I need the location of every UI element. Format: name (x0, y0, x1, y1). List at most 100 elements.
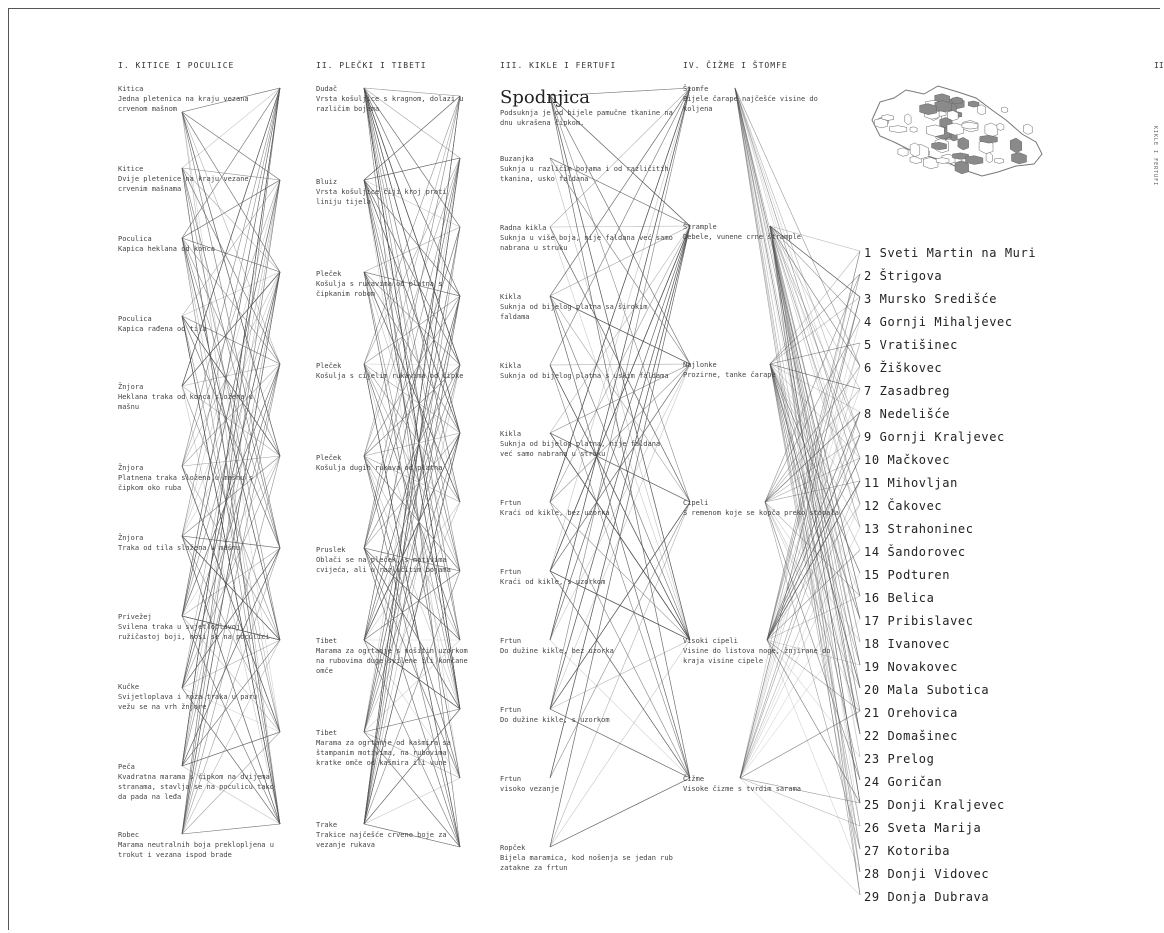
connection-line (181, 179, 281, 467)
connection-line (769, 225, 861, 643)
column-title-3: III. KIKLE I FERTUFI (500, 61, 617, 70)
connection-line (181, 237, 281, 825)
connection-line (363, 87, 461, 366)
connection-line (363, 87, 461, 503)
connection-line (549, 87, 691, 503)
item-desc: Vrsta košuljice čiji kroj prati liniju t… (316, 188, 447, 206)
place-item: 12 Čakovec (864, 499, 943, 513)
item-desc: Košulja s cijelim rukavima od čipke (316, 372, 464, 380)
connection-line (769, 273, 861, 365)
connection-line (363, 95, 461, 181)
connection-line (181, 271, 281, 689)
place-item: 13 Strahoninec (864, 522, 974, 536)
column-title-2: II. PLEČKI I TIBETI (316, 61, 427, 70)
connection-line (734, 87, 861, 436)
connection-line (363, 87, 461, 641)
connection-line (739, 526, 861, 779)
connection-line (181, 547, 281, 767)
item-name: Tibet (316, 729, 338, 737)
connection-line (181, 271, 281, 537)
place-item: 25 Donji Kraljevec (864, 798, 1005, 812)
item-name: Kitica (118, 85, 144, 93)
connection-line (363, 639, 461, 779)
item-desc: Bijele čarape najčešće visine do koljena (683, 95, 818, 113)
connection-line (769, 363, 861, 689)
connection-line (769, 225, 861, 528)
connection-line (549, 364, 691, 641)
connection-line (769, 250, 861, 365)
item-name: Kitice (118, 165, 144, 173)
connection-line (766, 434, 861, 641)
connection-line (181, 87, 281, 239)
connection-line (549, 87, 691, 97)
place-item: 24 Goričan (864, 775, 943, 789)
connection-line (764, 411, 861, 503)
connection-line (769, 363, 861, 390)
map-municipality (935, 157, 950, 164)
connection-line (181, 87, 281, 767)
item-name: Žnjora (118, 534, 144, 542)
connection-line (363, 87, 461, 503)
connection-line (769, 225, 861, 252)
connection-line (181, 615, 281, 641)
item-desc: Košulja dugih rukava od platna (316, 464, 443, 472)
map-municipality (1011, 152, 1027, 165)
connection-line (181, 111, 281, 273)
connection-line (181, 87, 281, 467)
connection-line (363, 271, 461, 366)
place-item: 20 Mala Subotica (864, 683, 990, 697)
connection-line (769, 225, 861, 597)
connection-line (549, 777, 691, 848)
connection-line (363, 87, 461, 228)
connection-line (549, 87, 691, 228)
place-item: 14 Šandorovec (864, 545, 966, 559)
connection-line (769, 363, 861, 735)
connection-line (363, 157, 461, 641)
connection-line (181, 315, 281, 825)
item-desc: Suknja u više boja, nije faldana već sam… (500, 234, 673, 252)
connection-line (764, 501, 861, 781)
connection-line (363, 363, 461, 710)
connection-line (769, 225, 861, 597)
connection-line (766, 595, 861, 641)
map-municipality (979, 135, 998, 144)
connection-line (766, 503, 861, 641)
connection-line (764, 501, 861, 712)
connection-line (363, 364, 461, 549)
connection-line (181, 87, 281, 537)
connection-line (769, 273, 861, 365)
map-municipality (904, 113, 912, 126)
connection-line (363, 708, 461, 733)
item-name: Frtun (500, 706, 522, 714)
connection-line (769, 225, 861, 459)
connection-line (363, 87, 461, 434)
connection-line (769, 342, 861, 365)
connection-line (363, 87, 461, 572)
connection-line (181, 87, 281, 617)
connection-line (363, 363, 461, 641)
item-desc: Suknja od bijelog platna, nije faldana v… (500, 440, 661, 458)
map-municipality (874, 118, 888, 129)
connection-line (181, 639, 281, 767)
connection-line (181, 111, 281, 273)
connection-line (769, 342, 861, 365)
connection-line (181, 87, 281, 169)
place-item: 26 Sveta Marija (864, 821, 982, 835)
connection-line (181, 167, 281, 549)
connection-line (181, 179, 281, 689)
connection-line (181, 455, 281, 617)
connection-line (363, 271, 461, 297)
connection-line (769, 363, 861, 873)
connection-line (734, 87, 861, 482)
item-name: Pleček (316, 362, 342, 370)
map-municipality (985, 152, 993, 164)
connection-line (181, 271, 281, 835)
connection-line (363, 226, 461, 273)
